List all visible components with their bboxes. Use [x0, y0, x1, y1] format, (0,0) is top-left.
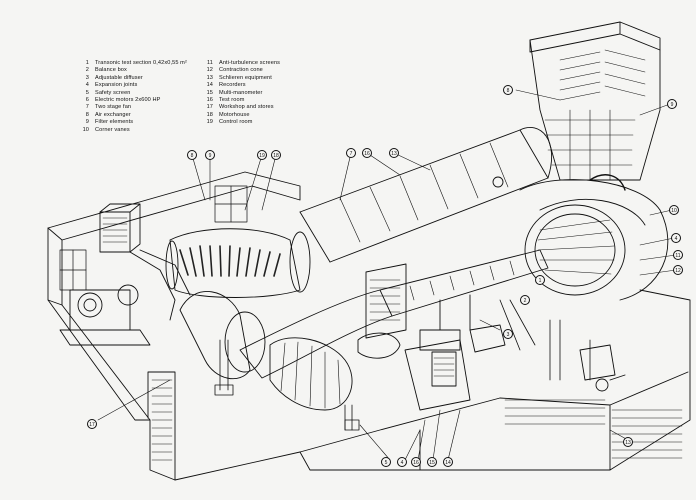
legend-item-text: Balance box [95, 67, 127, 74]
callout-16a: 16 [362, 148, 372, 158]
legend-item-number: 12 [206, 67, 213, 74]
legend-item-text: Expansion joints [95, 82, 138, 89]
callout-10: 10 [669, 205, 679, 215]
legend-item-number: 14 [206, 82, 213, 89]
motorhouse-machinery [59, 203, 191, 346]
callout-8b: 8 [503, 85, 513, 95]
test-section [179, 249, 549, 411]
legend-item: 19 Control room [204, 119, 280, 126]
legend-item-text: Workshop and stores [219, 104, 274, 111]
legend-item-text: Motorhouse [219, 111, 250, 118]
leader-lines [97, 89, 677, 461]
legend-item-number: 3 [85, 74, 89, 81]
building-structure [47, 171, 691, 481]
callout-9b: 9 [667, 99, 677, 109]
legend-item: 6 Electric motors 2x600 HP [80, 97, 187, 104]
legend-right-column: 11 Anti-turbulence screens 12 Contraction c… [204, 60, 280, 127]
legend-item: 9 Filter elements [80, 119, 187, 126]
legend-item-text: Air exchanger [95, 111, 131, 118]
legend-item: 3 Adjustable diffuser [80, 75, 187, 82]
right-machinery [579, 344, 626, 392]
legend-item-number: 9 [85, 119, 89, 126]
callout-5: 5 [381, 457, 391, 467]
legend-item-number: 16 [206, 97, 213, 104]
callout-9a: 9 [205, 150, 215, 160]
legend-item: 13 Schlieren equipment [204, 75, 280, 82]
legend-item: 11 Anti-turbulence screens [204, 60, 280, 67]
legend-item-number: 10 [82, 126, 89, 133]
callout-2: 2 [520, 295, 530, 305]
legend-item-number: 18 [206, 111, 213, 118]
legend-item-number: 8 [85, 111, 89, 118]
callout-11: 11 [673, 250, 683, 260]
callout-8a: 8 [187, 150, 197, 160]
legend-item-text: Anti-turbulence screens [219, 60, 281, 66]
legend-item-text: Schlieren equipment [219, 74, 272, 81]
control-room [404, 324, 506, 411]
air-exchanger-tower [529, 21, 661, 181]
callout-14: 14 [443, 457, 453, 467]
legend-left-column: 1 Transonic test section 0,42x0,55 m² 2 Bal… [80, 60, 187, 134]
legend-item-text: Contraction cone [219, 67, 263, 74]
legend-item-number: 1 [85, 60, 89, 66]
callout-18: 18 [271, 150, 281, 160]
legend-item-number: 4 [85, 82, 89, 89]
legend-item: 15 Multi-manometer [204, 90, 280, 97]
legend-item: 7 Two stage fan [80, 104, 187, 111]
callout-13: 13 [389, 148, 399, 158]
callout-12: 12 [673, 265, 683, 275]
legend-item-text: Test room [219, 97, 245, 104]
callout-13b: 13 [623, 437, 633, 447]
legend-item-number: 7 [85, 104, 89, 111]
legend-item-text: Two stage fan [95, 104, 132, 111]
callout-1: 1 [535, 275, 545, 285]
legend-item-text: Corner vanes [95, 126, 130, 133]
legend-item: 16 Test room [204, 97, 280, 104]
legend-item-text: Control room [219, 119, 253, 126]
fan-section [165, 228, 311, 298]
return-duct [299, 127, 553, 263]
side-windows [59, 185, 248, 291]
legend-item: 8 Air exchanger [80, 112, 187, 119]
legend-item-number: 6 [85, 97, 89, 104]
corner-vanes [519, 174, 669, 301]
legend-item-number: 17 [206, 104, 213, 111]
legend-item: 4 Expansion joints [80, 82, 187, 89]
callout-17: 17 [87, 419, 97, 429]
legend-item: 17 Workshop and stores [204, 104, 280, 111]
legend-item-number: 5 [85, 89, 89, 96]
callout-15: 15 [427, 457, 437, 467]
callout-7: 7 [346, 148, 356, 158]
legend-item-number: 11 [206, 60, 213, 66]
legend-item: 14 Recorders [204, 82, 280, 89]
legend-item: 1 Transonic test section 0,42x0,55 m² [80, 60, 187, 67]
legend-item-text: Recorders [219, 82, 246, 89]
support-pylons [214, 299, 591, 431]
callout-4a: 4 [671, 233, 681, 243]
legend-item: 12 Contraction cone [204, 67, 280, 74]
legend-item-number: 19 [206, 119, 213, 126]
callout-4b: 4 [397, 457, 407, 467]
legend-item-text: Filter elements [95, 119, 134, 126]
callout-19: 19 [257, 150, 267, 160]
callout-3: 3 [503, 329, 513, 339]
legend-item-number: 15 [206, 89, 213, 96]
legend-item: 10 Corner vanes [80, 127, 187, 134]
legend-item: 18 Motorhouse [204, 112, 280, 119]
legend-item-number: 13 [206, 74, 213, 81]
legend-item: 2 Balance box [80, 67, 187, 74]
legend-item-number: 2 [85, 67, 89, 74]
legend-item-text: Adjustable diffuser [95, 74, 143, 81]
legend-item: 5 Safety screen [80, 90, 187, 97]
legend-item-text: Transonic test section 0,42x0,55 m² [95, 60, 187, 66]
legend-item-text: Multi-manometer [219, 89, 263, 96]
callout-16b: 16 [411, 457, 421, 467]
legend-item-text: Electric motors 2x600 HP [95, 97, 161, 104]
legend-item-text: Safety screen [95, 89, 131, 96]
